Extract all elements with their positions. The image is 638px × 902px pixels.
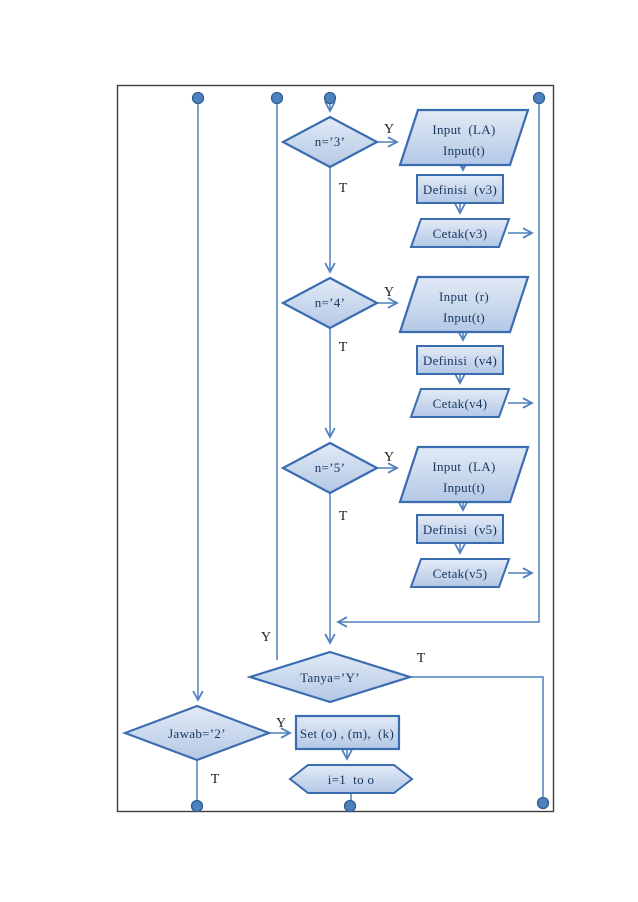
process-definisi-v3 bbox=[416, 174, 504, 204]
line-right-collector bbox=[336, 103, 540, 628]
decision-jawab-label: Jawab=’2’ bbox=[168, 726, 226, 741]
decision-tanya-label: Tanya=’Y’ bbox=[300, 670, 360, 685]
process-set bbox=[294, 714, 401, 751]
process-definisi-v4 bbox=[416, 345, 504, 375]
definisi-v5-label: Definisi (v5) bbox=[423, 522, 497, 537]
line-tanya-true-down bbox=[410, 676, 544, 798]
definisi-v3-label: Definisi (v3) bbox=[423, 182, 497, 197]
connector-dot-top-4 bbox=[532, 91, 546, 105]
input4-line2: Input(t) bbox=[443, 310, 485, 325]
tanya-yes-label: Y bbox=[261, 630, 271, 645]
connector-dot-top-1 bbox=[191, 91, 205, 105]
diagram-border bbox=[116, 84, 555, 813]
n5-yes-label: Y bbox=[384, 450, 394, 465]
cetak-v5-label: Cetak(v5) bbox=[433, 566, 488, 581]
input4-line1: Input (r) bbox=[439, 289, 489, 304]
shape-texts: n=’3’ Y T Input (LA) Input(t) Definisi (… bbox=[168, 122, 497, 787]
connector-dot-top-2 bbox=[270, 91, 284, 105]
output-cetak-v5 bbox=[409, 558, 511, 588]
cetak-v4-label: Cetak(v4) bbox=[433, 396, 488, 411]
connector-dot-top-3 bbox=[323, 91, 337, 105]
n4-yes-label: Y bbox=[384, 285, 394, 300]
loop-hexagon bbox=[288, 764, 414, 794]
output-cetak-v4 bbox=[409, 388, 511, 418]
input3-line2: Input(t) bbox=[443, 143, 485, 158]
n5-no-label: T bbox=[339, 509, 348, 524]
input5-line2: Input(t) bbox=[443, 480, 485, 495]
process-definisi-v5 bbox=[416, 514, 504, 544]
n3-yes-label: Y bbox=[384, 122, 394, 137]
decision-jawab bbox=[121, 704, 273, 762]
tanya-true-label: T bbox=[417, 651, 426, 666]
decision-n3 bbox=[280, 115, 380, 169]
n4-no-label: T bbox=[339, 340, 348, 355]
connector-dot-bottom-2 bbox=[343, 799, 357, 813]
jawab-yes-label: Y bbox=[276, 716, 286, 731]
decision-tanya bbox=[246, 650, 414, 704]
output-cetak-v3 bbox=[409, 218, 511, 248]
process-set-label: Set (o) , (m), (k) bbox=[300, 726, 394, 741]
n3-no-label: T bbox=[339, 181, 348, 196]
connector-dot-bottom-1 bbox=[190, 799, 204, 813]
decision-n5 bbox=[280, 441, 380, 495]
decision-n5-label: n=’5’ bbox=[315, 460, 346, 475]
cetak-v3-label: Cetak(v3) bbox=[433, 226, 488, 241]
input-parallelogram-5 bbox=[398, 445, 530, 504]
input5-line1: Input (LA) bbox=[432, 459, 495, 474]
jawab-no-label: T bbox=[211, 772, 220, 787]
input3-line1: Input (LA) bbox=[432, 122, 495, 137]
decision-n4-label: n=’4’ bbox=[315, 295, 346, 310]
input-parallelogram-4 bbox=[398, 275, 530, 334]
connector-dot-bottom-3 bbox=[536, 796, 550, 810]
connector-lines bbox=[192, 101, 544, 801]
decision-n3-label: n=’3’ bbox=[315, 134, 346, 149]
input-parallelogram-3 bbox=[398, 108, 530, 167]
definisi-v4-label: Definisi (v4) bbox=[423, 353, 497, 368]
shapes bbox=[121, 91, 550, 813]
decision-n4 bbox=[280, 276, 380, 330]
loop-label: i=1 to o bbox=[328, 772, 375, 787]
